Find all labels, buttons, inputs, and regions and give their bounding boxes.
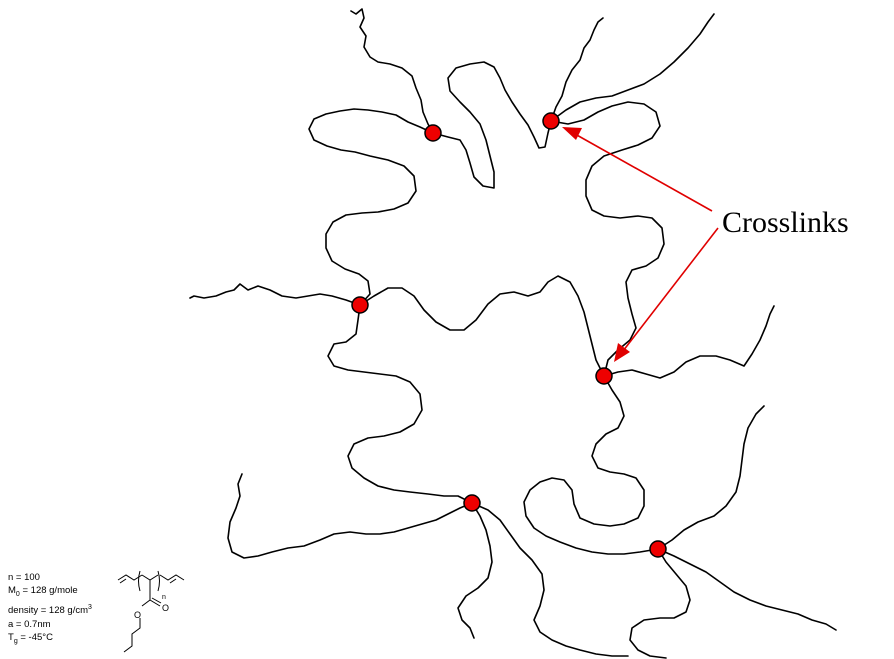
crosslinks-label: Crosslinks: [722, 206, 849, 239]
property-density: density = 128 g/cm3: [8, 604, 92, 617]
crosslink-point: [424, 124, 442, 142]
arrowhead-icon: [614, 343, 630, 362]
polymer-chain: [657, 405, 765, 550]
polymer-chain: [657, 548, 837, 631]
crosslink-point: [351, 296, 369, 314]
crosslink-point: [595, 367, 613, 385]
polymer-chain: [308, 108, 434, 306]
polymer-chain: [629, 548, 691, 659]
polymer-chain: [471, 502, 629, 657]
monomer-structure: n O O: [117, 570, 185, 653]
polymer-properties: n = 100 M0 = 128 g/mole density = 128 g/…: [8, 571, 92, 648]
property-tg: Tg = -45°C: [8, 632, 53, 646]
polymer-chain: [432, 61, 552, 189]
polymer-chain: [350, 8, 434, 134]
polymer-chain: [550, 13, 715, 122]
property-m0: M0 = 128 g/mole: [8, 585, 78, 599]
polymer-chain: [523, 375, 659, 555]
callout-arrow: [574, 133, 713, 212]
polymer-chain: [550, 17, 604, 122]
polymer-chain: [457, 502, 493, 639]
crosslink-point: [463, 494, 481, 512]
crosslink-point: [542, 112, 560, 130]
callout-arrow: [622, 227, 719, 352]
polymer-chain: [189, 283, 361, 306]
svg-text:O: O: [162, 603, 169, 613]
polymer-chain: [550, 101, 665, 377]
property-n: n = 100: [8, 572, 40, 583]
crosslink-point: [649, 540, 667, 558]
polymer-chain: [603, 305, 775, 379]
polymer-chain: [227, 473, 473, 559]
arrowhead-icon: [562, 127, 582, 140]
polymer-chain: [327, 304, 473, 504]
svg-text:O: O: [134, 610, 141, 620]
callout-arrows: [562, 127, 719, 362]
property-a: a = 0.7nm: [8, 618, 51, 630]
polymer-chain: [359, 275, 605, 377]
polymer-chains: [189, 8, 837, 659]
crosslink-points: [351, 112, 667, 558]
svg-text:n: n: [162, 594, 166, 601]
